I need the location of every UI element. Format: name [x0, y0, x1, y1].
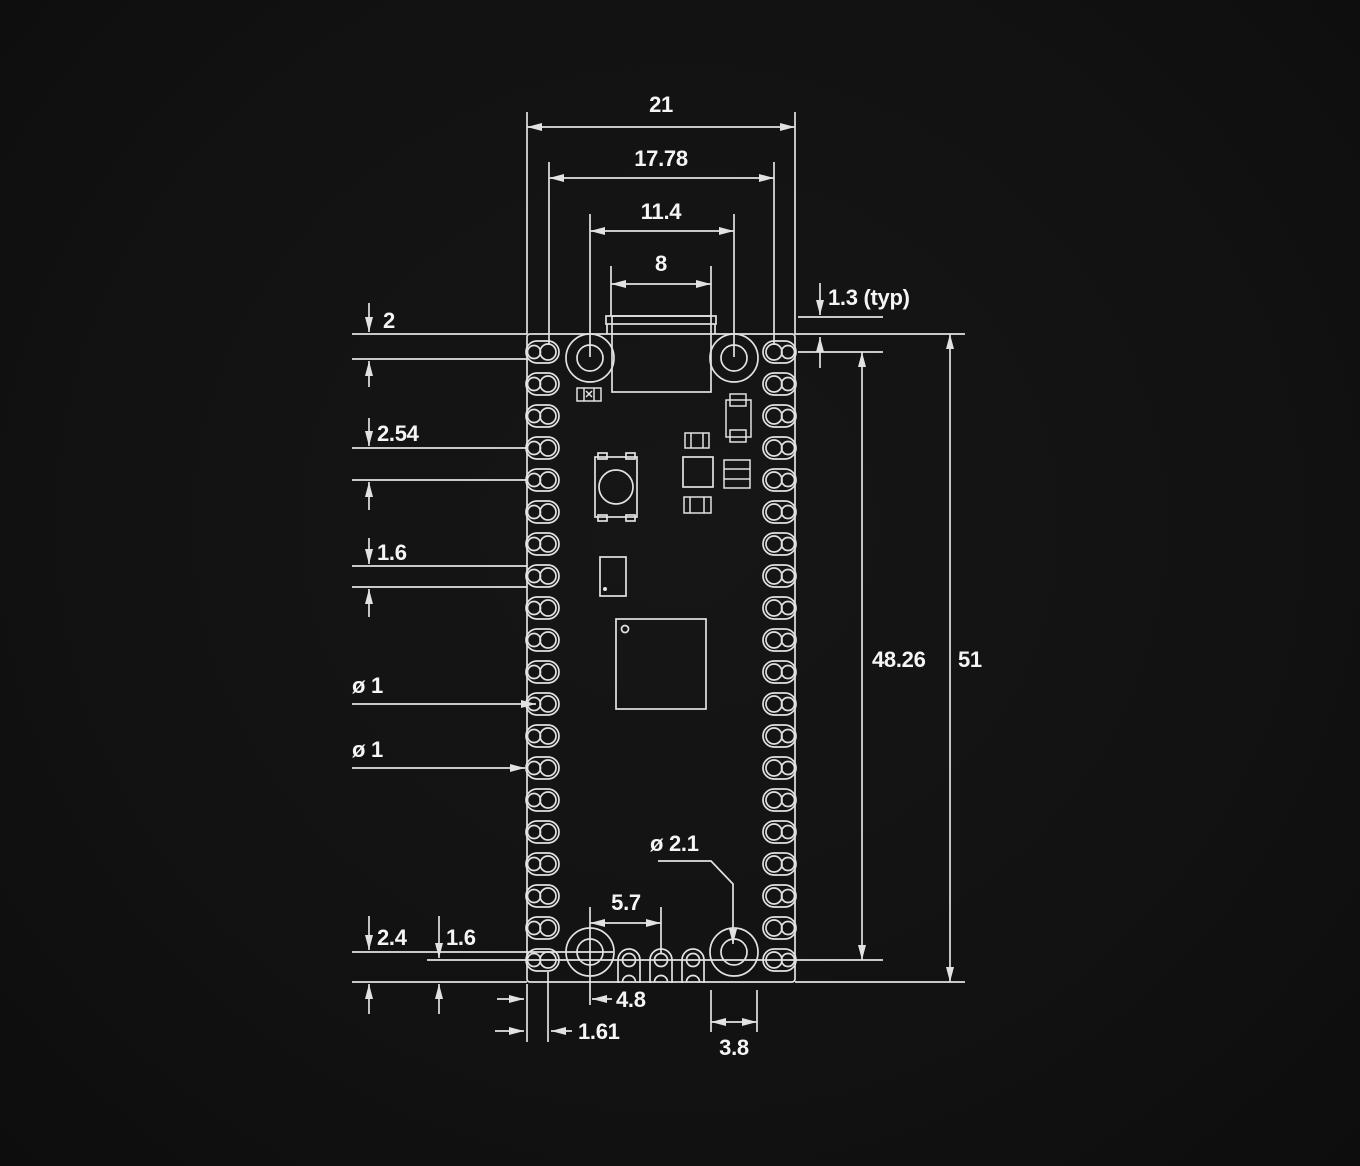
filter-component — [723, 459, 751, 489]
pin-pad — [525, 820, 560, 844]
pin-pad — [762, 596, 797, 620]
dim-label-board-length: 51 — [958, 647, 982, 672]
pin-pad — [762, 788, 797, 812]
dim-pin-pitch: 2.54 — [365, 418, 420, 510]
flash-chip — [599, 556, 627, 597]
dim-label-top-hole-edge-offset: 2 — [383, 308, 395, 333]
pin-pad — [525, 852, 560, 876]
pin-pad — [762, 564, 797, 588]
dim-bottom-pin-edge-offset-y: 1.6 — [435, 916, 476, 1014]
dim-board-length: 51 — [946, 334, 982, 982]
dim-mount-hole-diameter: ø 2.1 — [650, 831, 737, 944]
debug-pad — [681, 948, 705, 983]
dim-label-mount-pad-diameter: 3.8 — [719, 1035, 749, 1060]
pin-pad — [525, 436, 560, 460]
pin-pad — [762, 436, 797, 460]
pin-pad — [525, 372, 560, 396]
dim-label-hole-to-debug-pad: 5.7 — [611, 890, 641, 915]
bootsel-button — [594, 452, 638, 522]
pin-pad — [525, 596, 560, 620]
pin-pad — [525, 660, 560, 684]
mounting-hole — [709, 927, 759, 977]
crystal — [682, 456, 714, 488]
dim-label-pin-span-y: 48.26 — [872, 647, 926, 672]
debug-pad — [617, 948, 641, 983]
capacitor-2 — [683, 496, 712, 514]
pin-pad — [525, 628, 560, 652]
pin-pad — [525, 340, 560, 364]
pin-pad — [525, 756, 560, 780]
dim-mount-pad-diameter: 3.8 — [711, 1018, 757, 1060]
pin-pad — [762, 532, 797, 556]
pin-pad — [762, 916, 797, 940]
pin-pad — [762, 468, 797, 492]
debug-pads — [617, 948, 705, 983]
dim-label-castellation-diameter: ø 1 — [352, 737, 383, 762]
pin-pad — [525, 916, 560, 940]
pin-pad — [762, 884, 797, 908]
pin-pad — [762, 404, 797, 428]
dim-mount-hole-span-x: 11.4 — [590, 199, 734, 235]
board-outline — [526, 333, 796, 983]
pin-pad — [762, 340, 797, 364]
pin-pad — [525, 532, 560, 556]
dim-label-usb-width: 8 — [655, 251, 667, 276]
pin-pad — [525, 884, 560, 908]
dim-usb-width: 8 — [611, 251, 711, 288]
pin-pad — [525, 468, 560, 492]
voltage-regulator — [725, 393, 752, 443]
pin-pads-left — [525, 340, 560, 972]
pin-pads-right — [762, 340, 797, 972]
dim-hole-to-debug-pad: 5.7 — [590, 890, 661, 927]
pin-pad — [525, 788, 560, 812]
dim-label-bottom-pin-edge-offset-y: 1.6 — [446, 925, 476, 950]
dim-pin-span-x: 17.78 — [549, 146, 774, 182]
dim-label-pin-pitch: 2.54 — [377, 421, 420, 446]
dim-label-usb-overhang: 1.3 (typ) — [828, 285, 910, 310]
dim-label-pad-hole-diameter: ø 1 — [352, 673, 383, 698]
dim-board-width: 21 — [527, 92, 795, 131]
dim-label-bottom-hole-edge-offset-x: 4.8 — [616, 987, 646, 1012]
dim-label-pin-span-x: 17.78 — [634, 146, 688, 171]
micro-usb-connector — [605, 315, 717, 393]
pin-pad — [762, 628, 797, 652]
pin-pad — [762, 372, 797, 396]
dim-usb-overhang: 1.3 (typ) — [816, 283, 910, 368]
dim-pad-width: 1.6 — [365, 538, 407, 617]
dim-label-mount-hole-span-x: 11.4 — [641, 199, 682, 224]
pin-pad — [525, 564, 560, 588]
pin-pad — [762, 660, 797, 684]
capacitor-1 — [684, 432, 710, 449]
dim-pad-hole-diameter: ø 1 — [352, 673, 536, 708]
debug-pad — [649, 948, 673, 983]
extension-lines — [352, 112, 965, 1042]
dim-pin-span-y: 48.26 — [858, 352, 926, 960]
pin-pad — [525, 500, 560, 524]
dim-label-pin-edge-offset-x: 1.61 — [578, 1019, 620, 1044]
pin-pad — [762, 500, 797, 524]
pin-pad — [525, 404, 560, 428]
pin-pad — [525, 724, 560, 748]
dim-bottom-hole-edge-offset-y: 2.4 — [365, 916, 408, 1014]
dim-castellation-diameter: ø 1 — [352, 737, 525, 772]
dim-label-pad-width: 1.6 — [377, 540, 407, 565]
dim-pin-edge-offset-x: 1.61 — [495, 1019, 620, 1044]
pin-pad — [762, 756, 797, 780]
dim-bottom-hole-edge-offset-x: 4.8 — [497, 987, 646, 1012]
pin-pad — [762, 724, 797, 748]
led — [576, 387, 602, 402]
mcu-chip — [615, 618, 707, 710]
dim-top-hole-edge-offset: 2 — [365, 303, 395, 387]
pin-pad — [762, 852, 797, 876]
dim-label-mount-hole-diameter: ø 2.1 — [650, 831, 699, 856]
pin-pad — [762, 692, 797, 716]
pin-pad — [762, 820, 797, 844]
dim-label-bottom-hole-edge-offset-y: 2.4 — [377, 925, 408, 950]
dim-label-board-width: 21 — [649, 92, 673, 117]
